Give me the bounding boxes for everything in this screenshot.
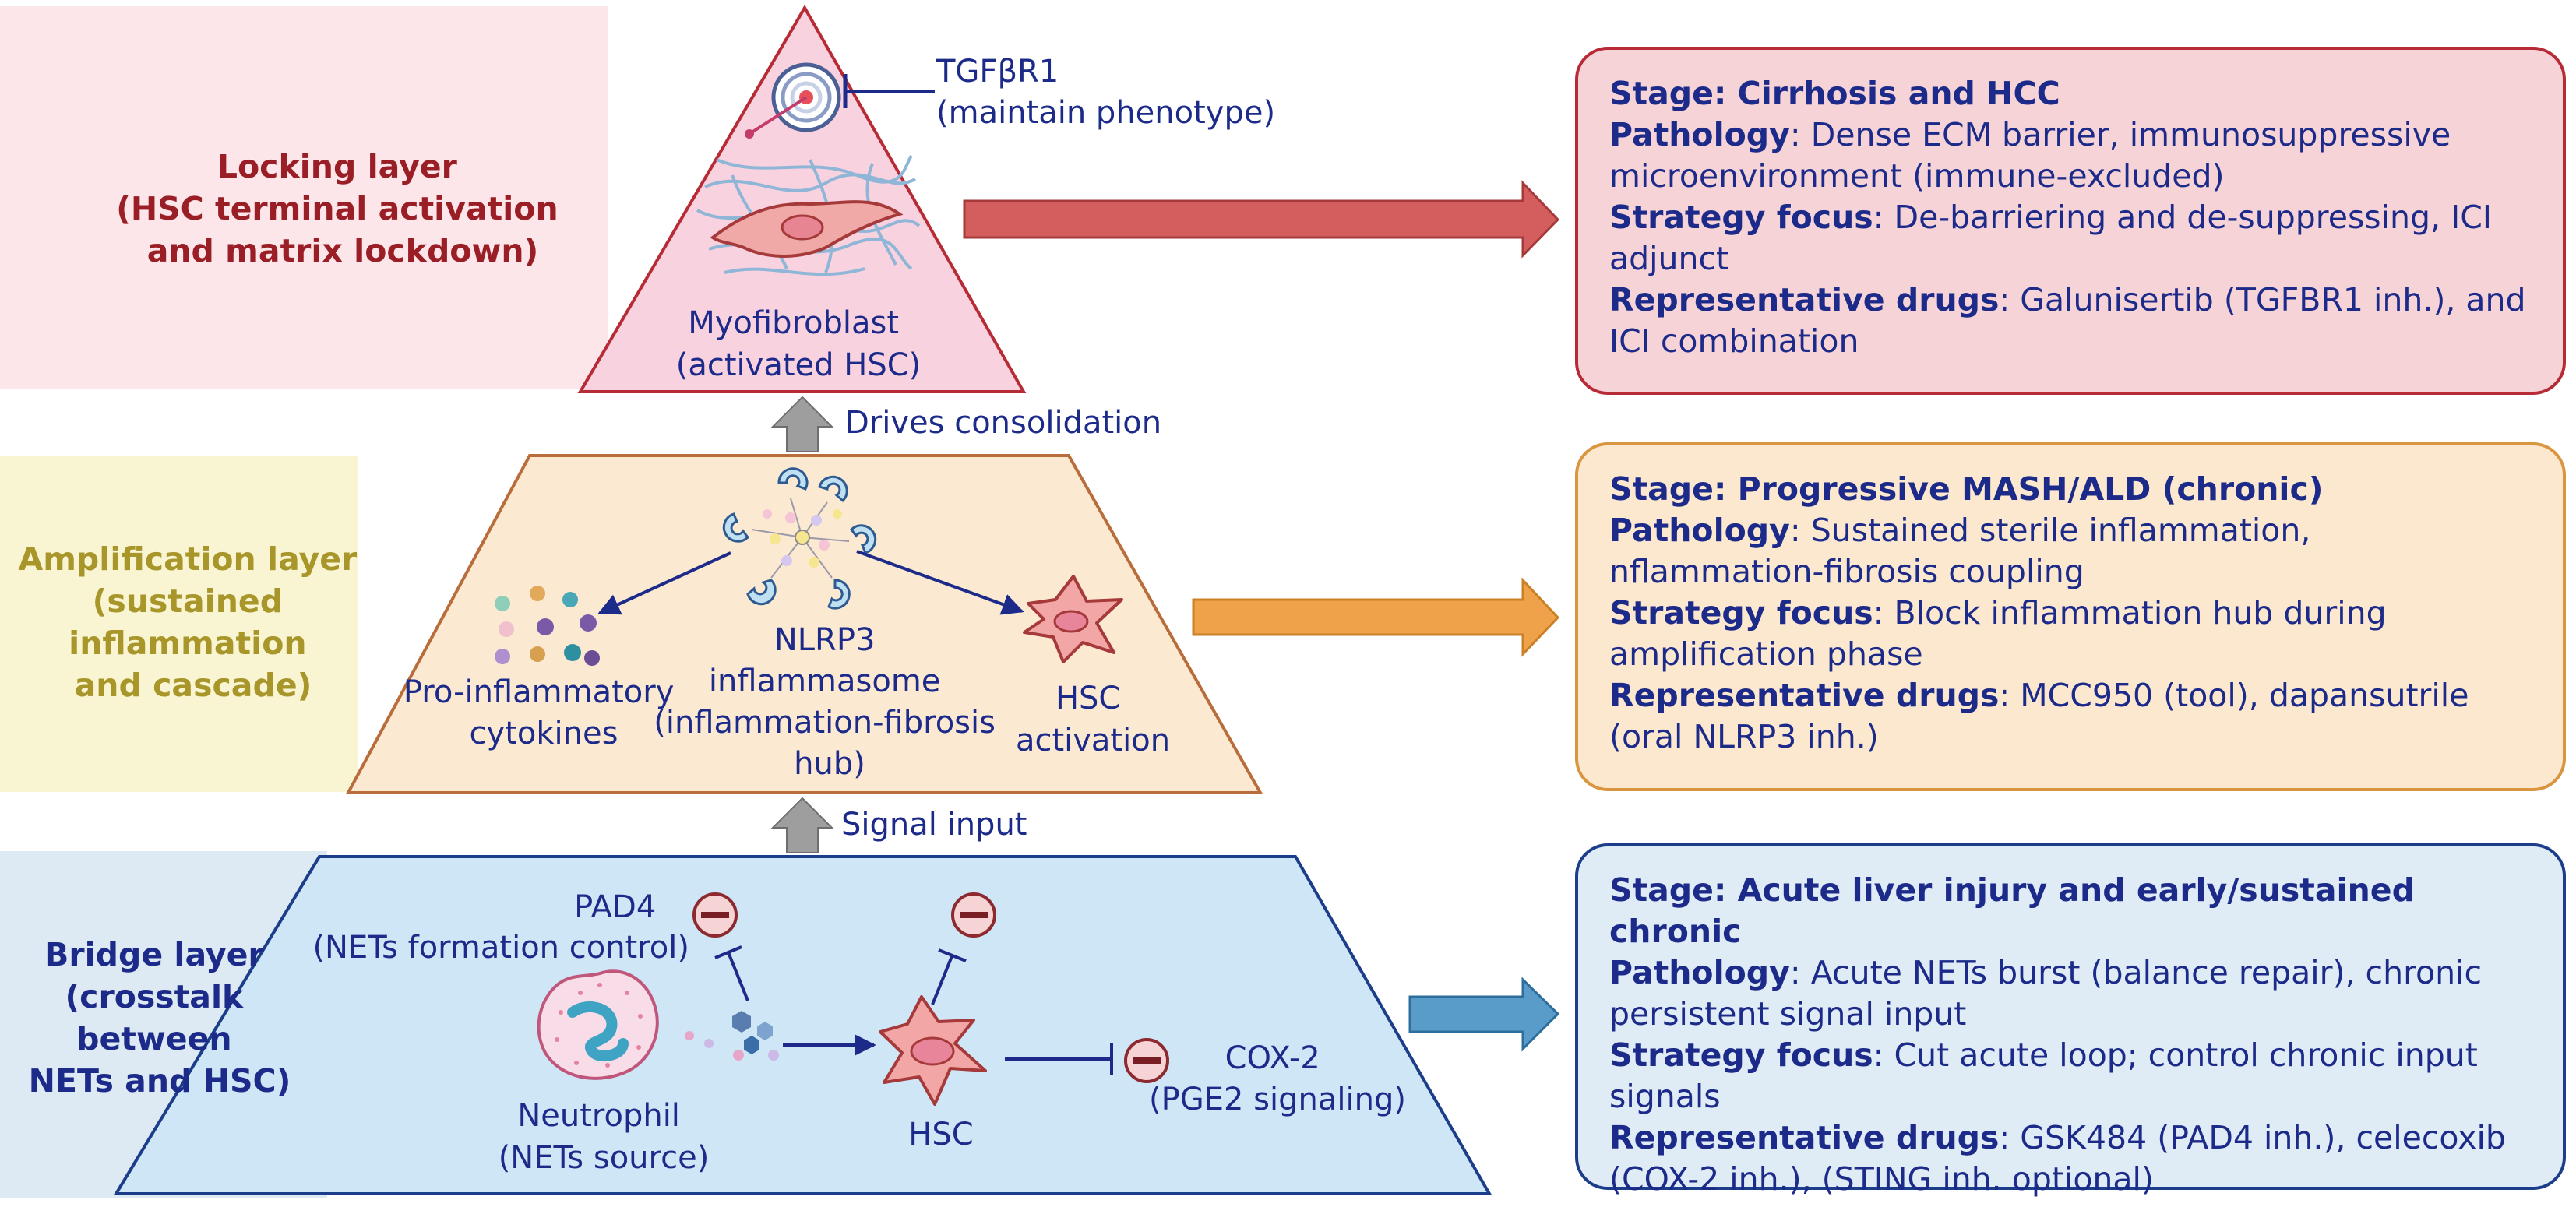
stage-title: Stage: Acute liver injury and early/sust…: [1609, 871, 2415, 950]
cytokines-label: Pro-inflammatory cytokines: [403, 674, 684, 751]
pathology-line: Pathology: Dense ECM barrier, immunosupp…: [1609, 116, 2451, 195]
pad4-inhibition-line: [714, 945, 749, 1001]
locking-band: [0, 6, 608, 389]
pad4-inhibitor-icon: [692, 892, 738, 938]
drives-consolidation-label: Drives consolidation: [845, 405, 1161, 441]
bridge-trapezoid: [113, 855, 1492, 1195]
amplification-layer-label: Amplification layer (sustained inflammat…: [18, 540, 368, 704]
strategy-line: Strategy focus: Block inflammation hub d…: [1609, 594, 2387, 673]
stage-box-mash-ald: Stage: Progressive MASH/ALD (chronic) Pa…: [1575, 442, 2566, 791]
target-icon: [745, 62, 841, 139]
nlrp3-label: NLRP3 inflammasome (inflammation-fibrosi…: [654, 622, 1005, 782]
orange-block-arrow: [1192, 577, 1560, 657]
stage-title: Stage: Cirrhosis and HCC: [1609, 75, 2060, 112]
pathology-line: Pathology: Acute NETs burst (balance rep…: [1609, 954, 2483, 1033]
drugs-line: Representative drugs: Galunisertib (TGFB…: [1609, 281, 2526, 360]
cox2-inhibition-line: [1005, 1043, 1113, 1075]
myofibroblast-label: Myofibroblast (activated HSC): [676, 305, 922, 383]
pad4-label: PAD4 (NETs formation control): [312, 889, 689, 966]
blue-block-arrow: [1408, 977, 1560, 1052]
stage-box-cirrhosis: Stage: Cirrhosis and HCC Pathology: Dens…: [1575, 47, 2566, 395]
pathology-line: Pathology: Sustained sterile inflammatio…: [1609, 512, 2311, 590]
up-arrow-signal-input: [770, 797, 834, 853]
amplification-band: [0, 456, 358, 792]
cox2-inhibitor-icon: [1124, 1038, 1169, 1083]
cox2-label: COX-2 (PGE2 signaling): [1149, 1040, 1406, 1117]
up-arrow-drives-consolidation: [770, 396, 834, 452]
locking-layer-label: Locking layer (HSC terminal activation a…: [116, 148, 569, 269]
hsc-label: HSC: [908, 1117, 973, 1152]
cytokine-dots-icon: [495, 586, 600, 666]
hsc-inhibitor-icon: [951, 892, 996, 938]
nets-particles-icon: [685, 1011, 779, 1061]
bridge-layer-label: Bridge layer (crosstalk between NETs and…: [29, 936, 291, 1100]
drugs-line: Representative drugs: GSK484 (PAD4 inh.)…: [1609, 1119, 2506, 1198]
stage-title: Stage: Progressive MASH/ALD (chronic): [1609, 470, 2324, 508]
tgfbr1-inhibition-line: [843, 74, 935, 108]
arrow-to-cytokines: [597, 551, 731, 615]
red-block-arrow: [963, 180, 1560, 259]
amplification-trapezoid: [345, 454, 1263, 794]
neutrophil-icon: [537, 969, 659, 1080]
locking-triangle: [577, 4, 1027, 393]
arrow-to-hsc-activation: [856, 550, 1024, 615]
myofibroblast-icon: [710, 200, 904, 258]
hsc-cell-icon: [879, 995, 987, 1106]
stage-box-acute-injury: Stage: Acute liver injury and early/sust…: [1575, 843, 2566, 1198]
hsc-inhibition-line: [931, 948, 967, 1005]
strategy-line: Strategy focus: Cut acute loop; control …: [1609, 1036, 2478, 1115]
hsc-activation-cell-icon: [1023, 575, 1123, 663]
tgfbr1-label: TGFβR1 (maintain phenotype): [936, 54, 1275, 131]
nlrp3-inflammasome-icon: [722, 467, 877, 610]
drugs-line: Representative drugs: MCC950 (tool), dap…: [1609, 677, 2469, 755]
signal-input-label: Signal input: [841, 807, 1027, 843]
strategy-line: Strategy focus: De-barriering and de-sup…: [1609, 199, 2492, 277]
hsc-activation-label: HSC activation: [1016, 681, 1170, 758]
neutrophil-label: Neutrophil (NETs source): [499, 1098, 710, 1176]
